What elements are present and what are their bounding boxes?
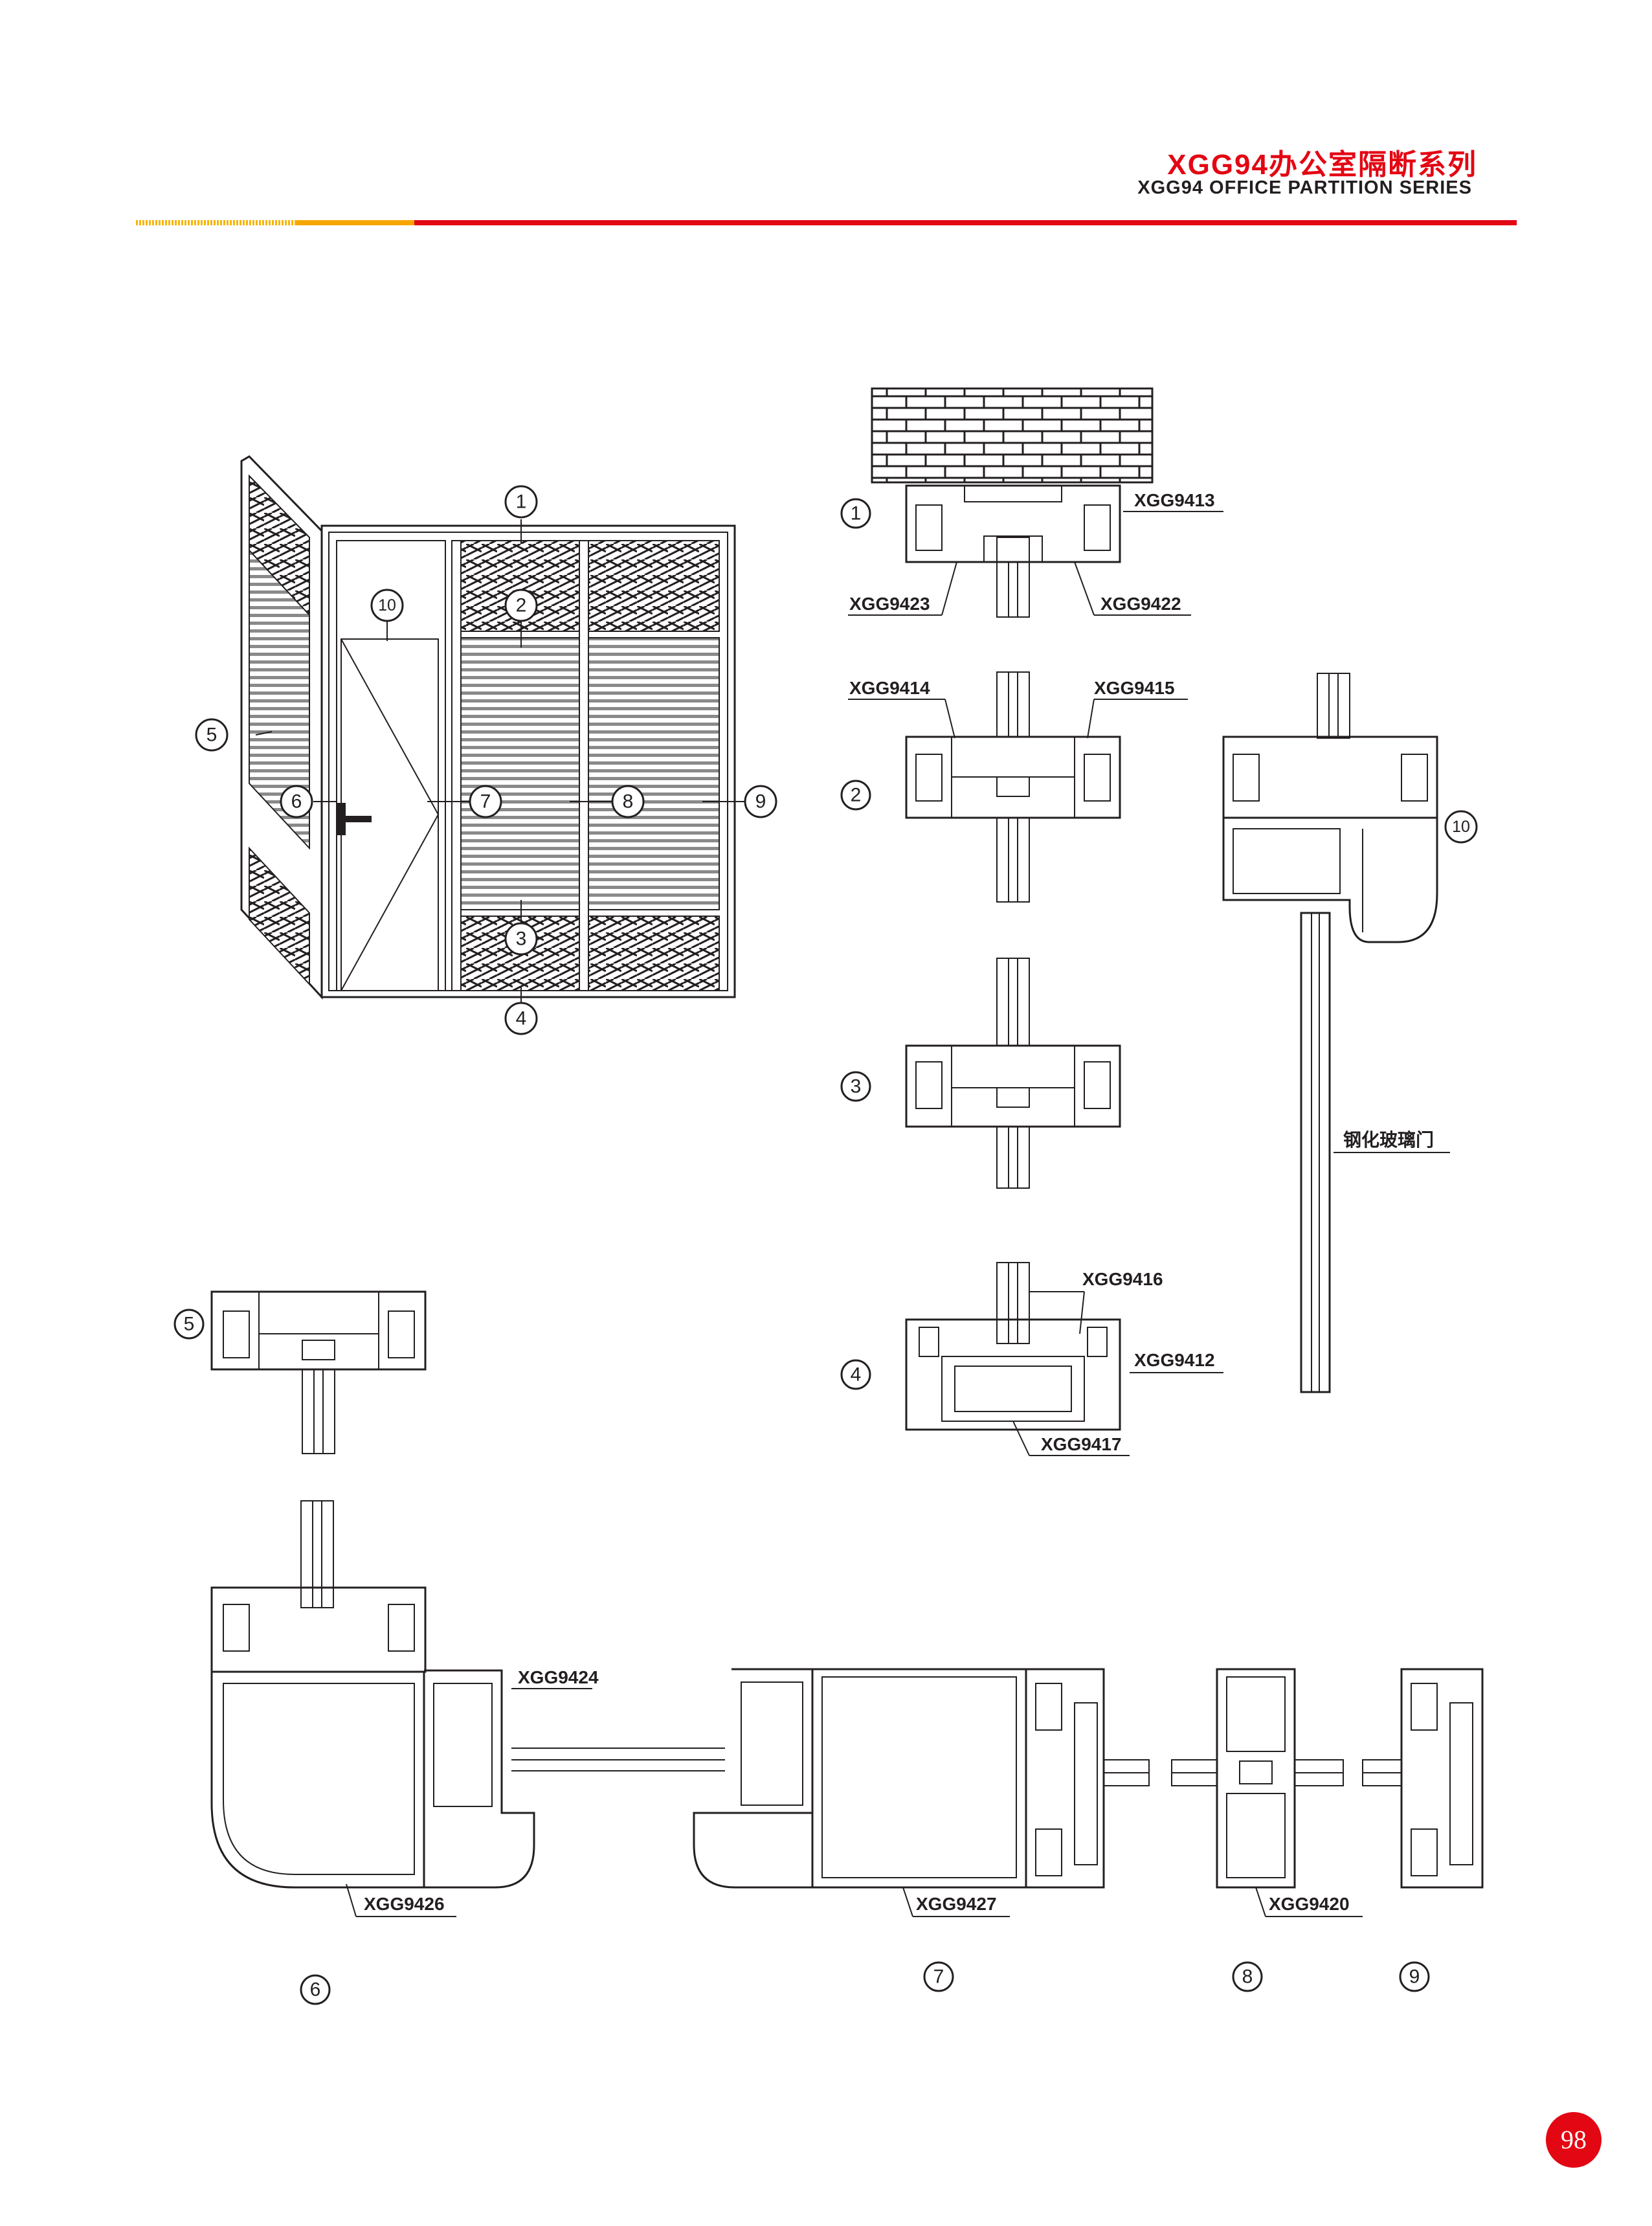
- section-1-profile: [848, 387, 1223, 618]
- svg-text:7: 7: [480, 791, 491, 813]
- section-6-profile: [210, 1500, 725, 1917]
- section-4-marker: 4: [840, 1359, 871, 1390]
- elevation-callout-7: 7: [469, 785, 502, 818]
- svg-text:9: 9: [1409, 1966, 1420, 1988]
- elevation-callout-10: 10: [370, 589, 404, 622]
- elevation-callout-8: 8: [611, 785, 645, 818]
- section-1-marker: 1: [840, 498, 871, 529]
- part-label-xgg9422: XGG9422: [1100, 594, 1181, 614]
- svg-text:3: 3: [516, 928, 527, 950]
- svg-text:8: 8: [623, 791, 634, 813]
- svg-text:5: 5: [206, 725, 218, 746]
- section-7-profile: [693, 1668, 1150, 1917]
- section-8-marker: 8: [1232, 1961, 1263, 1992]
- header-rule-red: [414, 220, 1517, 225]
- series-title-cn: XGG94办公室隔断系列: [1167, 149, 1477, 181]
- part-label-xgg9420: XGG9420: [1269, 1894, 1350, 1914]
- elevation-callout-3: 3: [504, 922, 538, 956]
- part-label-xgg9417: XGG9417: [1041, 1434, 1122, 1454]
- elevation-callout-2: 2: [504, 589, 538, 622]
- part-label-xgg9412: XGG9412: [1134, 1350, 1215, 1370]
- header-rule-orange: [296, 220, 414, 225]
- elevation-callout-9: 9: [744, 785, 777, 818]
- section-3-marker: 3: [840, 1071, 871, 1102]
- part-label-xgg9423: XGG9423: [849, 594, 930, 614]
- svg-text:6: 6: [310, 1979, 321, 2001]
- svg-text:8: 8: [1242, 1966, 1253, 1988]
- part-label-xgg9424: XGG9424: [518, 1667, 599, 1687]
- header-rule-dashed: [136, 220, 296, 225]
- part-label-xgg9427: XGG9427: [916, 1894, 997, 1914]
- section-7-marker: 7: [923, 1961, 954, 1992]
- section-3-profile: [905, 958, 1121, 1189]
- elevation-callout-6: 6: [280, 785, 313, 818]
- section-6-marker: 6: [300, 1974, 331, 2005]
- svg-text:2: 2: [851, 785, 862, 806]
- svg-text:1: 1: [516, 491, 527, 513]
- section-4-profile: [905, 1262, 1223, 1456]
- svg-text:9: 9: [755, 791, 766, 813]
- section-5-marker: 5: [173, 1309, 205, 1340]
- section-9-marker: 9: [1399, 1961, 1430, 1992]
- elevation-callout-4: 4: [504, 1002, 538, 1035]
- svg-text:2: 2: [516, 595, 527, 616]
- svg-text:3: 3: [851, 1076, 862, 1097]
- section-8-profile: [1171, 1668, 1363, 1917]
- svg-text:6: 6: [291, 791, 302, 813]
- part-label-xgg9413: XGG9413: [1134, 490, 1215, 510]
- partition-elevation: [240, 455, 744, 1002]
- svg-text:5: 5: [184, 1314, 195, 1335]
- part-label-xgg9415: XGG9415: [1094, 678, 1175, 698]
- part-label-xgg9414: XGG9414: [849, 678, 930, 698]
- series-title-en: XGG94 OFFICE PARTITION SERIES: [1137, 177, 1472, 198]
- svg-text:10: 10: [1452, 818, 1470, 836]
- section-9-profile: [1362, 1668, 1484, 1889]
- section-5-profile: [210, 1290, 427, 1454]
- section-2-profile: [848, 671, 1188, 903]
- svg-text:4: 4: [851, 1364, 862, 1386]
- part-label-xgg9416: XGG9416: [1082, 1269, 1163, 1289]
- page-number: 98: [1546, 2112, 1602, 2168]
- svg-text:1: 1: [851, 503, 862, 524]
- section-10-marker: 10: [1444, 810, 1478, 844]
- svg-text:7: 7: [933, 1966, 944, 1988]
- tempered-glass-door-label: 钢化玻璃门: [1343, 1130, 1434, 1150]
- section-10-profile: [1222, 673, 1450, 1393]
- elevation-callout-5: 5: [195, 718, 229, 752]
- part-label-xgg9426: XGG9426: [364, 1894, 445, 1914]
- section-2-marker: 2: [840, 780, 871, 811]
- elevation-callout-1: 1: [504, 485, 538, 519]
- svg-text:10: 10: [378, 596, 396, 614]
- svg-text:4: 4: [516, 1008, 527, 1029]
